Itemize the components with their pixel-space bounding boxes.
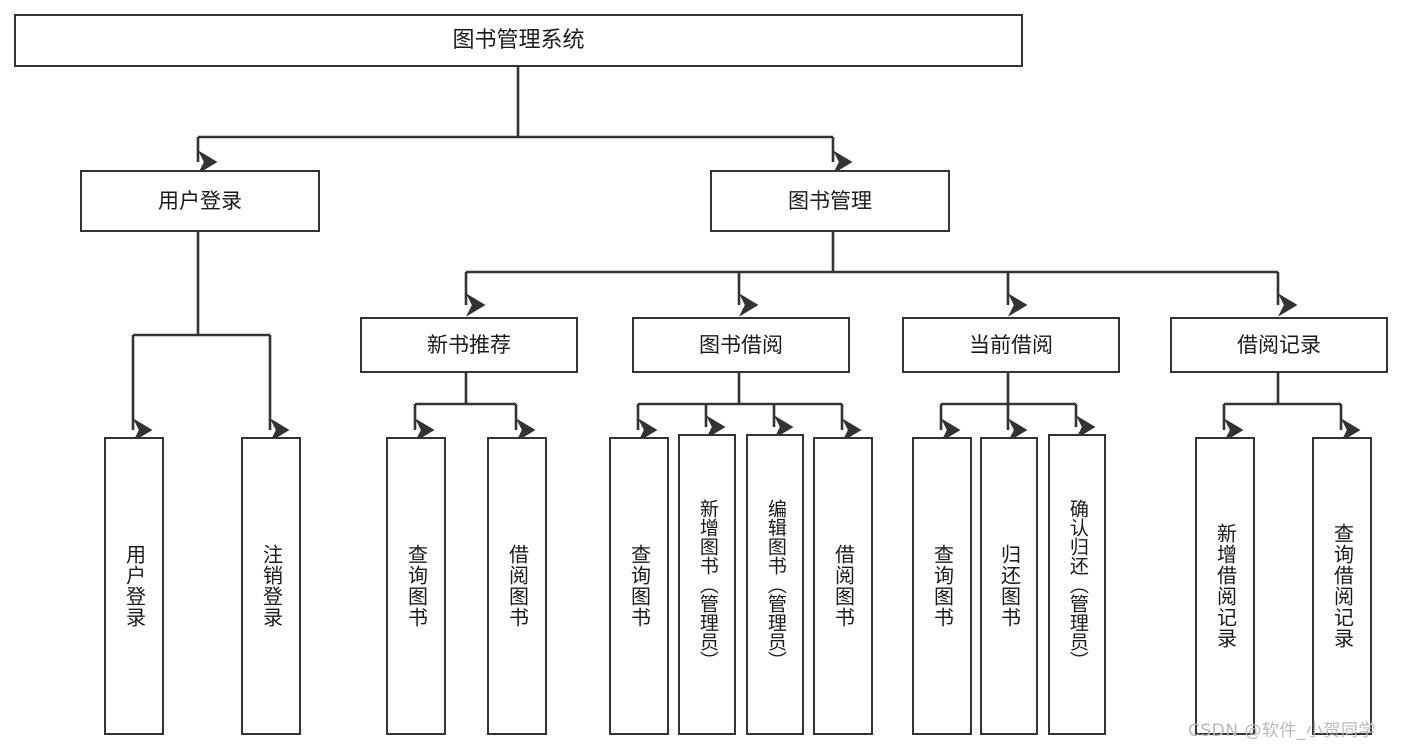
node-user-login-label: 用户登录 — [158, 188, 242, 213]
leaf-book-borrow-query[interactable]: 查询图书 — [609, 437, 669, 735]
leaf-book-borrow-add[interactable]: 新增图书（管理员） — [678, 434, 736, 735]
leaf-current-borrow-confirm[interactable]: 确认归还（管理员） — [1048, 434, 1106, 735]
leaf-book-borrow-add-label: 新增图书（管理员） — [696, 499, 719, 670]
leaf-book-borrow-query-label: 查询图书 — [627, 544, 652, 628]
node-root-label: 图书管理系统 — [452, 27, 585, 53]
leaf-new-book-borrow[interactable]: 借阅图书 — [487, 437, 547, 735]
leaf-book-borrow-borrow-label: 借阅图书 — [831, 544, 856, 628]
leaf-book-borrow-edit-label: 编辑图书（管理员） — [764, 499, 787, 670]
node-user-login[interactable]: 用户登录 — [80, 170, 320, 232]
node-book-management[interactable]: 图书管理 — [710, 170, 950, 232]
node-borrow-record[interactable]: 借阅记录 — [1170, 317, 1388, 373]
leaf-current-borrow-return-label: 归还图书 — [997, 544, 1022, 628]
leaf-user-login-login-label: 用户登录 — [122, 544, 147, 628]
watermark: CSDN @软件_小贺同学 — [1188, 721, 1376, 741]
node-book-borrow[interactable]: 图书借阅 — [632, 317, 850, 373]
leaf-current-borrow-confirm-label: 确认归还（管理员） — [1066, 499, 1089, 670]
node-new-book-recommend[interactable]: 新书推荐 — [360, 317, 578, 373]
node-borrow-record-label: 借阅记录 — [1237, 332, 1321, 357]
leaf-current-borrow-return[interactable]: 归还图书 — [980, 437, 1038, 735]
leaf-book-borrow-borrow[interactable]: 借阅图书 — [813, 437, 873, 735]
node-book-borrow-label: 图书借阅 — [699, 332, 783, 357]
node-current-borrow[interactable]: 当前借阅 — [902, 317, 1120, 373]
leaf-new-book-query[interactable]: 查询图书 — [386, 437, 446, 735]
leaf-borrow-record-query[interactable]: 查询借阅记录 — [1312, 437, 1372, 735]
leaf-new-book-borrow-label: 借阅图书 — [505, 544, 530, 628]
leaf-book-borrow-edit[interactable]: 编辑图书（管理员） — [746, 434, 804, 735]
node-book-management-label: 图书管理 — [788, 188, 872, 213]
node-current-borrow-label: 当前借阅 — [969, 332, 1053, 357]
node-root[interactable]: 图书管理系统 — [14, 14, 1023, 67]
leaf-borrow-record-add[interactable]: 新增借阅记录 — [1195, 437, 1255, 735]
leaf-new-book-query-label: 查询图书 — [404, 544, 429, 628]
leaf-borrow-record-add-label: 新增借阅记录 — [1213, 523, 1238, 649]
node-new-book-recommend-label: 新书推荐 — [427, 332, 511, 357]
leaf-user-login-logout-label: 注销登录 — [259, 544, 284, 628]
leaf-user-login-logout[interactable]: 注销登录 — [241, 437, 301, 735]
leaf-current-borrow-query[interactable]: 查询图书 — [912, 437, 972, 735]
leaf-user-login-login[interactable]: 用户登录 — [104, 437, 164, 735]
leaf-borrow-record-query-label: 查询借阅记录 — [1330, 523, 1355, 649]
leaf-current-borrow-query-label: 查询图书 — [930, 544, 955, 628]
